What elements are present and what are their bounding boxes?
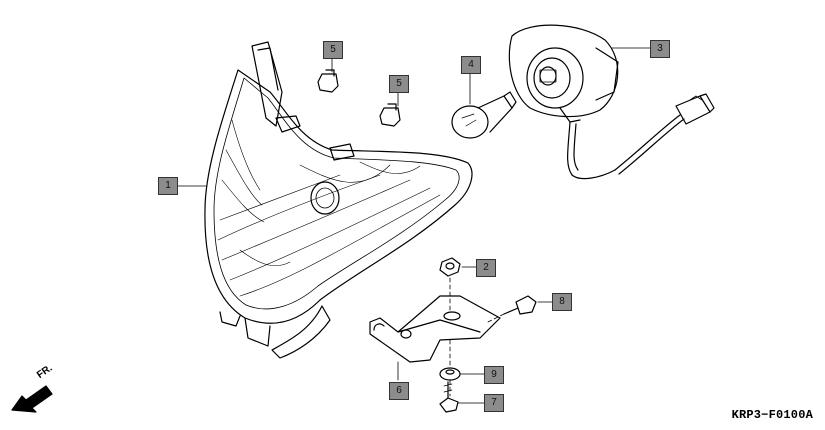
leader-lines (177, 47, 651, 404)
callout-8: 8 (552, 293, 572, 311)
headlight-unit (204, 41, 473, 359)
callout-1: 1 (158, 177, 178, 195)
bolt (439, 381, 459, 413)
callout-9: 9 (484, 366, 504, 384)
nut (439, 257, 461, 277)
callout-7: 7 (484, 394, 504, 412)
callout-4-label: 4 (468, 59, 474, 70)
stay (369, 295, 501, 363)
callout-1-label: 1 (165, 180, 171, 191)
callout-3: 3 (650, 40, 670, 58)
callout-4: 4 (461, 56, 481, 74)
callout-7-label: 7 (491, 397, 497, 408)
bulb (451, 91, 517, 139)
callout-2-label: 2 (483, 262, 489, 273)
callout-6-label: 6 (396, 385, 402, 396)
clip-lower (379, 103, 401, 127)
callout-9-label: 9 (491, 369, 497, 380)
callout-6: 6 (389, 382, 409, 400)
figure-code: KRP3−F0100A (731, 408, 813, 422)
clip-upper (317, 69, 339, 93)
assembly-lines (449, 277, 505, 397)
socket-and-cover (508, 24, 715, 180)
forward-direction-arrow-icon (11, 385, 53, 413)
callout-8-label: 8 (559, 296, 565, 307)
callout-3-label: 3 (657, 43, 663, 54)
screw (503, 295, 537, 315)
callout-5-upper-label: 5 (330, 44, 336, 55)
washer (439, 367, 461, 381)
callout-5-upper: 5 (323, 41, 343, 59)
callout-5-lower-label: 5 (396, 78, 402, 89)
callout-5-lower: 5 (389, 75, 409, 93)
callout-2: 2 (476, 259, 496, 277)
